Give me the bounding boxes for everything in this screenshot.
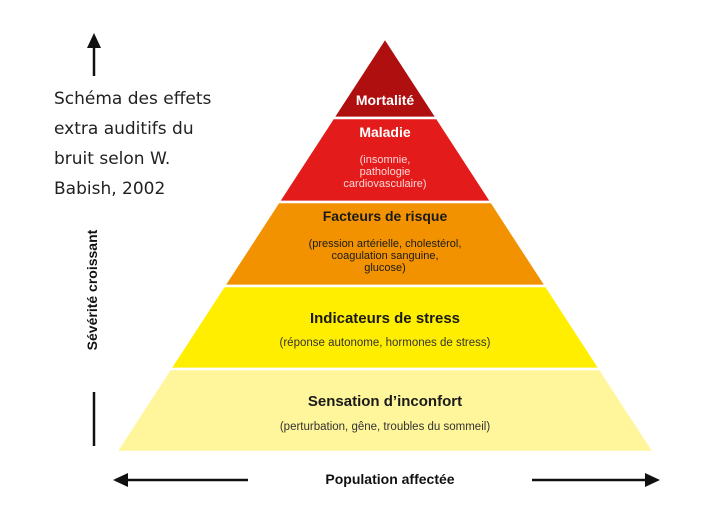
pyramid-level-detail: coagulation sanguine, — [331, 250, 438, 262]
arrow-right-icon — [532, 473, 660, 487]
diagram-caption: Schéma des effets extra auditifs du brui… — [54, 84, 244, 204]
pyramid-level-title: Facteurs de risque — [323, 208, 448, 224]
pyramid-level-detail: (perturbation, gêne, troubles du sommeil… — [280, 421, 490, 433]
pyramid-level-title: Mortalité — [356, 92, 415, 108]
caption-line: extra auditifs du — [54, 119, 194, 139]
pyramid-level-detail: (pression artérielle, cholestérol, — [309, 238, 462, 250]
arrow-left-icon — [113, 473, 248, 487]
severity-axis-label: Sévérité croissant — [84, 229, 100, 350]
caption-line: Babish, 2002 — [54, 179, 166, 199]
pyramid-level-title: Indicateurs de stress — [310, 310, 460, 327]
pyramid-level-band — [167, 284, 603, 371]
pyramid-level-band — [113, 367, 657, 454]
caption-line: bruit selon W. — [54, 149, 171, 169]
pyramid-level-detail: (réponse autonome, hormones de stress) — [280, 337, 491, 349]
pyramid-level-title: Maladie — [359, 124, 411, 140]
caption-line: Schéma des effets — [54, 89, 212, 109]
pyramid-level-detail: glucose) — [364, 262, 406, 274]
pyramid-level-detail: cardiovasculaire) — [343, 178, 426, 190]
population-axis-label: Population affectée — [325, 471, 454, 487]
pyramid-level-detail: (insomnie, — [360, 154, 411, 166]
pyramid-level-detail: pathologie — [360, 166, 411, 178]
pyramid-level-title: Sensation d’inconfort — [308, 393, 462, 410]
arrow-up-icon — [87, 33, 101, 76]
